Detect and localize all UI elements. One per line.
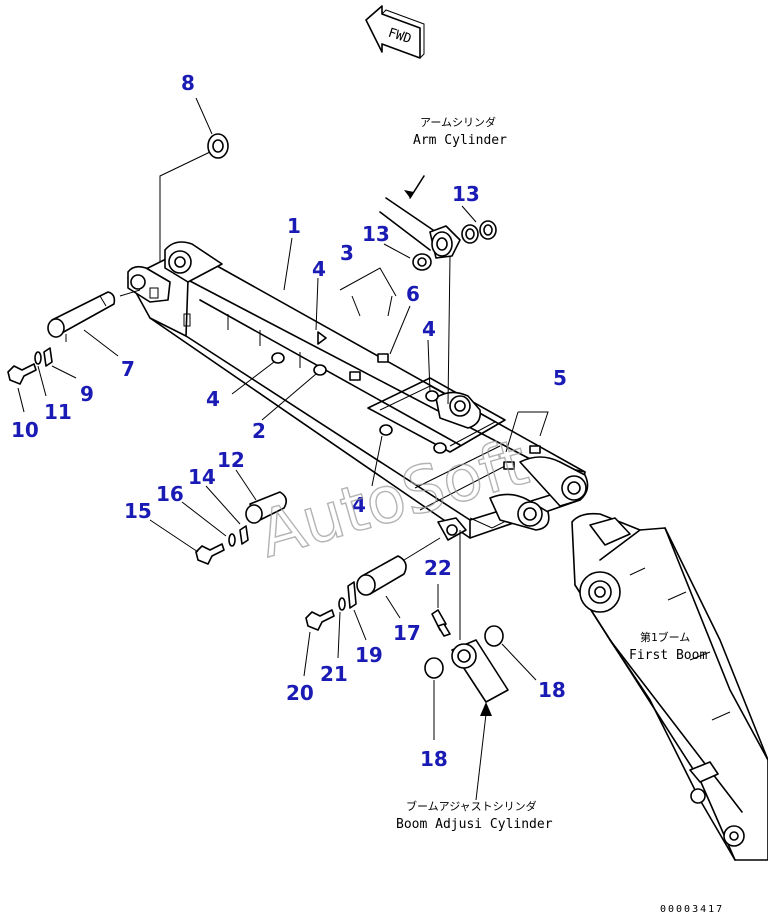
boom-adjust-jp-label: ブームアジャストシリンダ (406, 799, 537, 813)
callout-1: 1 (287, 214, 301, 238)
pin-17 (356, 537, 441, 596)
first-boom-jp-label: 第1ブーム (640, 630, 690, 644)
callout-4-bottom: 4 (352, 493, 366, 517)
callout-18-left: 18 (420, 747, 448, 771)
callout-12: 12 (217, 448, 245, 472)
callout-10: 10 (11, 418, 39, 442)
callout-17: 17 (393, 621, 421, 645)
callout-4-left: 4 (206, 387, 220, 411)
boom-adjust-en-label: Boom Adjusi Cylinder (396, 817, 553, 832)
washer-11 (34, 351, 42, 365)
callout-20: 20 (286, 681, 314, 705)
bolt-20 (305, 609, 335, 631)
callout-7: 7 (121, 357, 135, 381)
arm-cylinder-en-label: Arm Cylinder (413, 133, 507, 148)
callout-15: 15 (124, 499, 152, 523)
callout-2: 2 (252, 419, 266, 443)
callout-11: 11 (44, 400, 72, 424)
bolt-15 (195, 543, 225, 565)
washer-21 (338, 597, 346, 611)
pin-12 (235, 469, 288, 524)
plate-19 (347, 581, 357, 609)
callout-21: 21 (320, 662, 348, 686)
washer-18-right (484, 625, 504, 647)
callout-5: 5 (553, 366, 567, 390)
callout-14: 14 (188, 465, 216, 489)
part-8-washer (159, 97, 229, 262)
grease-fitting-22 (431, 584, 451, 637)
arm-body (127, 241, 589, 541)
plate-14 (239, 525, 249, 545)
bolt-10 (7, 363, 37, 385)
washer-18-left (424, 657, 444, 679)
first-boom (571, 512, 768, 861)
callout-6: 6 (406, 282, 420, 306)
callout-4-right: 4 (422, 317, 436, 341)
washer-16 (228, 533, 236, 547)
callout-13-upper: 13 (452, 182, 480, 206)
callout-19: 19 (355, 643, 383, 667)
callout-18-right: 18 (538, 678, 566, 702)
callout-3: 3 (340, 241, 354, 265)
callout-16: 16 (156, 482, 184, 506)
arm-cylinder-end: 13 13 (362, 175, 497, 405)
plate-9 (43, 347, 53, 367)
pin-7 (47, 289, 141, 342)
arm-cylinder-jp-label: アームシリンダ (420, 115, 496, 129)
boom-adjust-rod-end (451, 639, 509, 801)
callout-13-lower: 13 (362, 222, 390, 246)
callout-22: 22 (424, 556, 452, 580)
first-boom-en-label: First Boom (629, 648, 707, 663)
drawing-code: 00003417 (660, 904, 724, 915)
fwd-label: FWD (386, 26, 413, 48)
fwd-arrow-icon: FWD (365, 5, 425, 59)
callout-8: 8 (181, 71, 195, 95)
callout-4-top: 4 (312, 257, 326, 281)
callout-9: 9 (80, 382, 94, 406)
